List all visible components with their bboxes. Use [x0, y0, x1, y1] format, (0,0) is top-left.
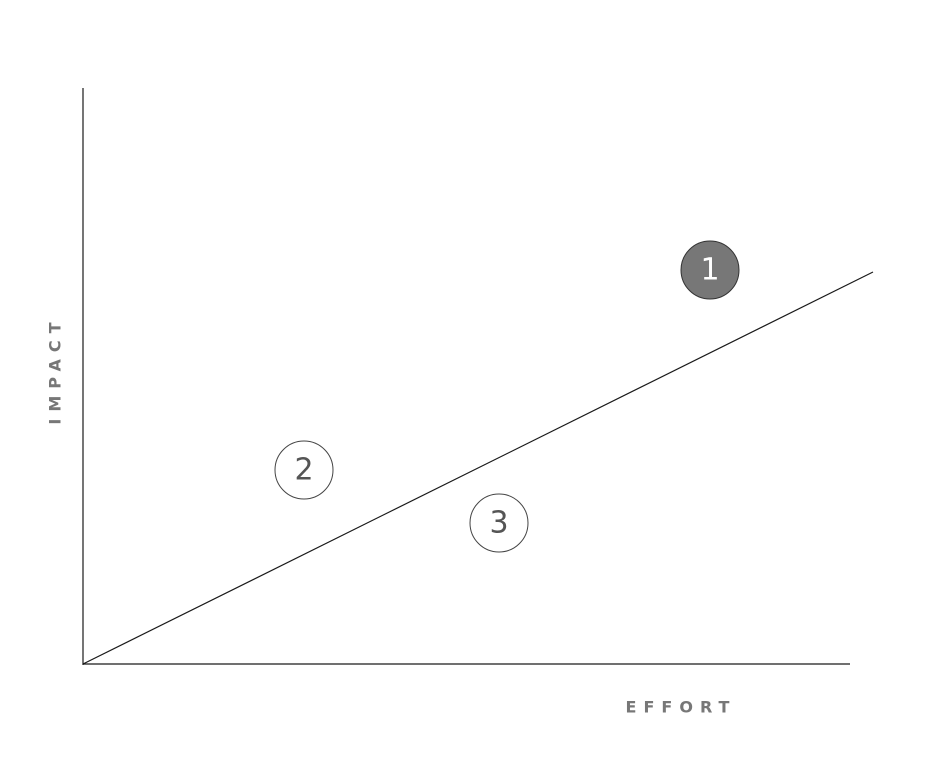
- marker-2-circle: [274, 440, 334, 500]
- marker-2: 2: [274, 440, 334, 500]
- marker-3: 3: [469, 493, 529, 553]
- marker-2-label: 2: [294, 453, 313, 488]
- marker-1-circle: [680, 240, 740, 300]
- y-axis-label: IMPACT: [46, 315, 65, 424]
- marker-1-label: 1: [700, 253, 719, 288]
- marker-1: 1: [680, 240, 740, 300]
- diagonal-threshold-line: [82, 271, 874, 665]
- marker-3-circle: [469, 493, 529, 553]
- marker-3-label: 3: [489, 506, 508, 541]
- x-axis-label: EFFORT: [626, 698, 737, 717]
